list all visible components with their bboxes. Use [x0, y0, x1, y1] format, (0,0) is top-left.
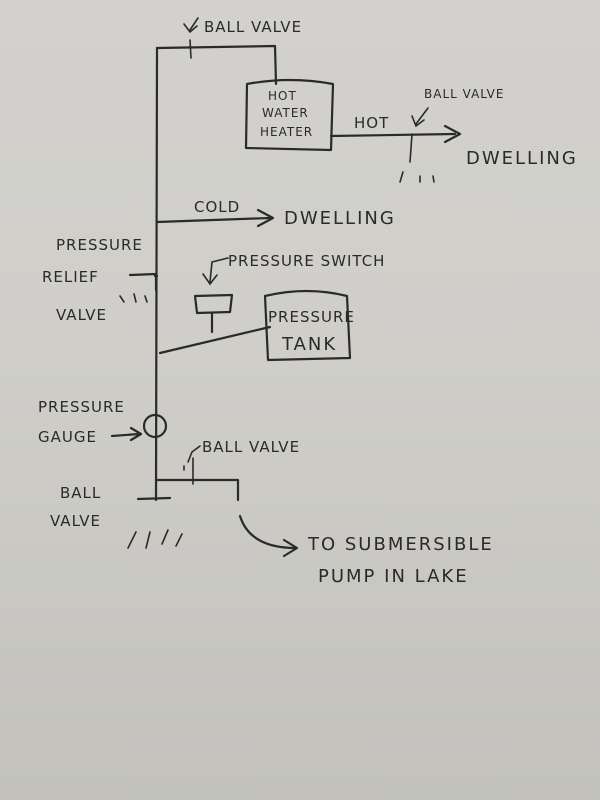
pipe-to-pump [155, 478, 240, 502]
label-pressure-switch: Pressure switch [228, 252, 385, 270]
right-ball-valve-stem [409, 133, 413, 163]
bottom-right-ball-valve-arrow [187, 445, 201, 463]
pressure-switch-box [193, 293, 234, 315]
label-ball-valve-bottom-2: Valve [50, 512, 101, 530]
pressure-relief-valve [128, 272, 159, 292]
right-ball-valve-drips [399, 171, 435, 183]
cold-line-pipe [155, 216, 272, 224]
label-ball-valve-right: Ball valve [424, 87, 504, 101]
label-ball-valve-bottom-1: Ball [60, 484, 101, 502]
label-pressure-gauge-1: Pressure [38, 398, 125, 416]
cold-line-arrowhead [256, 208, 275, 228]
bottom-right-ball-valve [183, 457, 194, 485]
pipe-to-pressure-tank [158, 325, 272, 355]
label-pressure-relief-2: Relief [42, 268, 99, 286]
label-hot-line: Hot [354, 114, 389, 132]
hot-water-heater-box [244, 78, 335, 152]
label-pressure-relief-3: Valve [56, 306, 107, 324]
label-pressure-relief-1: Pressure [56, 236, 143, 254]
pressure-gauge [142, 413, 168, 439]
label-ball-valve-bottom-right: Ball valve [202, 438, 300, 456]
relief-valve-drips [119, 293, 148, 303]
hot-line-pipe [329, 132, 457, 138]
label-hot-water-heater-2: Water [262, 106, 309, 120]
pipe-to-water-heater [155, 44, 278, 86]
top-ball-valve-arrow [183, 17, 199, 34]
pressure-gauge-arrow [110, 426, 143, 442]
label-dwelling-hot: Dwelling [466, 148, 578, 169]
label-hot-water-heater-3: Heater [260, 125, 313, 139]
label-cold-line: Cold [194, 198, 240, 216]
arrow-to-pump [238, 514, 298, 550]
pressure-tank-body [263, 289, 352, 362]
label-hot-water-heater-1: Hot [268, 89, 297, 103]
top-ball-valve-stem [189, 39, 192, 59]
bottom-ball-valve [136, 496, 172, 501]
label-pressure-tank-2: Tank [281, 334, 337, 355]
label-dwelling-cold: Dwelling [284, 208, 396, 229]
arrow-to-pump-head [282, 538, 299, 558]
right-ball-valve-arrow [411, 107, 429, 128]
pressure-switch-arrow [202, 257, 229, 286]
label-to-pump-1: To submersible [307, 534, 494, 555]
bottom-valve-drips [127, 529, 183, 549]
label-ball-valve-top: Ball valve [204, 18, 302, 36]
label-to-pump-2: pump in lake [318, 566, 469, 587]
label-pressure-gauge-2: Gauge [38, 428, 97, 446]
hot-line-arrowhead [443, 124, 462, 144]
label-pressure-tank-1: Pressure [268, 308, 355, 326]
